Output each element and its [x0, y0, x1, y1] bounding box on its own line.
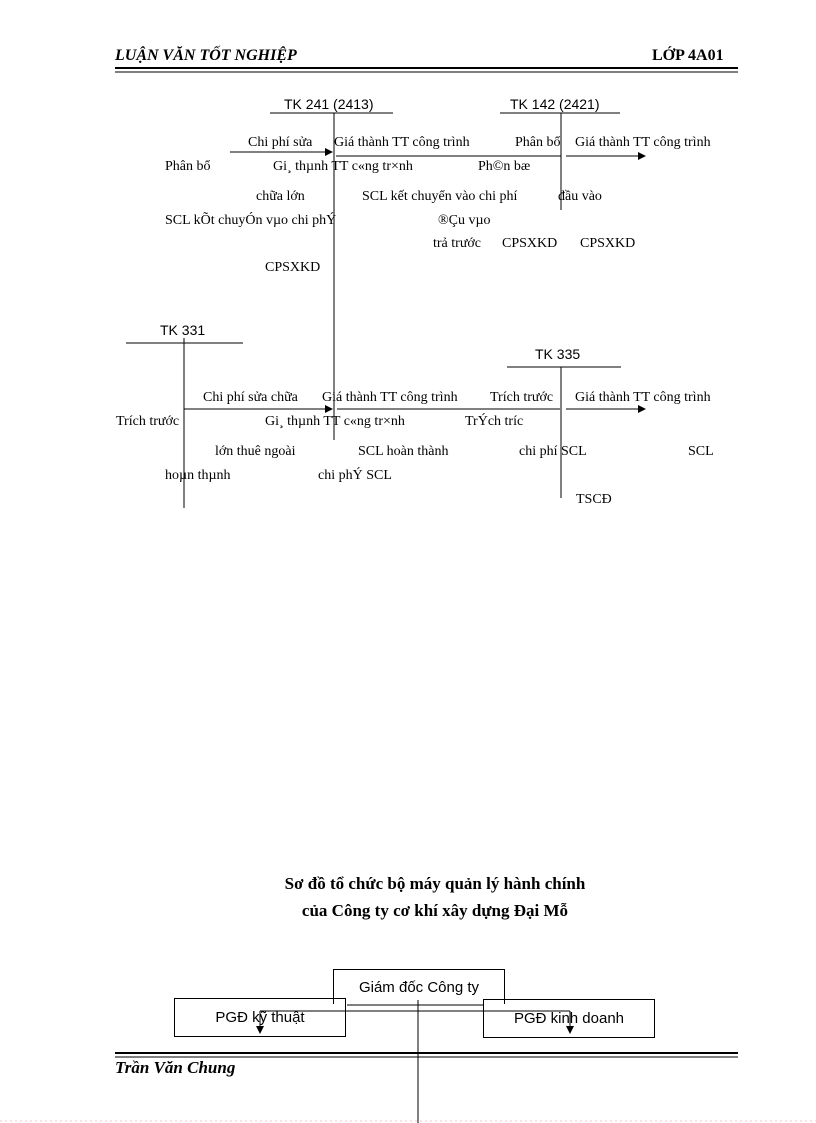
- entry-label: CPSXKD: [580, 236, 636, 251]
- entry-label: CPSXKD: [502, 236, 558, 251]
- entry-label: ®Çu vµo: [438, 213, 491, 228]
- entry-label: hoµn thµnh: [165, 468, 231, 483]
- entry-label: chữa lớn: [256, 189, 305, 204]
- account-label: TK 241 (2413): [284, 96, 374, 112]
- entry-label: Gi¸ thµnh TT c«ng tr×nh: [265, 414, 405, 429]
- entry-label: Giá thành TT công trình: [575, 390, 711, 405]
- deputy-business-box: PGĐ kinh doanh: [483, 999, 655, 1038]
- entry-label: CPSXKD: [265, 260, 321, 275]
- entry-label: đầu vào: [558, 189, 602, 204]
- footer-author: Trần Văn Chung: [115, 1058, 236, 1077]
- entry-label: SCL kÕt chuyÓn vµo chi phÝ: [165, 213, 337, 228]
- account-label: TK 142 (2421): [510, 96, 600, 112]
- account-label: TK 331: [160, 322, 206, 338]
- entry-label: Trích trước: [116, 414, 180, 429]
- account-label: TK 335: [535, 346, 581, 362]
- entry-label: Chi phí sửa: [248, 135, 313, 150]
- entry-label: Trích trước: [490, 390, 554, 405]
- org-chart-title: Sơ đồ tổ chức bộ máy quản lý hành chính: [284, 874, 586, 893]
- deputy-technical-box: PGĐ kỹ thuật: [174, 998, 346, 1037]
- director-box: Giám đốc Công ty: [333, 969, 505, 1004]
- entry-label: Ph©n bæ: [478, 159, 531, 174]
- entry-label: Phân bổ: [515, 135, 561, 150]
- entry-label: Chi phí sửa chữa: [203, 390, 298, 405]
- entry-label: trả trước: [433, 236, 482, 251]
- entry-label: Giá thành TT công trình: [322, 390, 458, 405]
- header-title: LUẬN VĂN TỐT NGHIỆP: [115, 47, 297, 64]
- entry-label: SCL hoàn thành: [358, 444, 449, 459]
- entry-label: Gi¸ thµnh TT c«ng tr×nh: [273, 159, 413, 174]
- org-chart-subtitle: của Công ty cơ khí xây dựng Đại Mỗ: [301, 901, 569, 920]
- entry-label: chi phí SCL: [519, 444, 587, 459]
- entry-label: Phân bổ: [165, 159, 211, 174]
- entry-label: lớn thuê ngoài: [215, 444, 296, 459]
- header-class: LỚP 4A01: [652, 47, 724, 64]
- entry-label: TrÝch tr­íc: [465, 414, 524, 429]
- entry-label: SCL kết chuyển vào chi phí: [362, 189, 518, 204]
- entry-label: Giá thành TT công trình: [334, 135, 470, 150]
- entry-label: TSCĐ: [576, 492, 612, 507]
- entry-label: chi phÝ SCL: [318, 468, 392, 483]
- entry-label: SCL: [688, 444, 714, 459]
- entry-label: Giá thành TT công trình: [575, 135, 711, 150]
